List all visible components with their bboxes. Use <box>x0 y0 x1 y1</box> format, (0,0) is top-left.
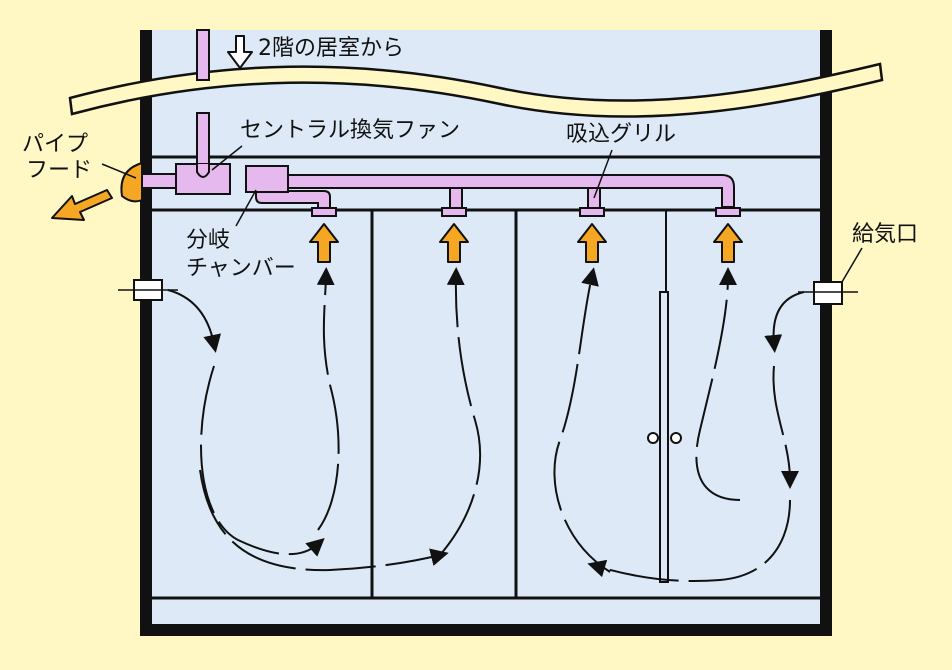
exhaust-arrow <box>51 189 113 221</box>
airflow-right-big <box>587 499 791 583</box>
supply-port-right <box>813 281 843 305</box>
airflow-room4-up <box>695 267 741 501</box>
label-branch-chamber-2: チャンバー <box>186 256 296 281</box>
door <box>659 291 669 583</box>
label-pipe-hood-2: フード <box>26 158 93 183</box>
label-supply-port: 給気口 <box>852 222 919 247</box>
right-wall <box>820 30 832 634</box>
intake-grille-3 <box>579 207 605 217</box>
branch-chamber-box <box>245 165 289 193</box>
airflow-right-down <box>772 365 799 489</box>
airflow-room2-up <box>439 267 482 556</box>
cut-band <box>68 62 884 118</box>
up-arrow-2 <box>439 223 469 263</box>
up-arrow-4 <box>713 223 743 263</box>
up-arrow-1 <box>309 223 339 263</box>
airflow-right-in <box>764 291 805 353</box>
label-from-upstairs: 2階の居室から <box>258 36 404 61</box>
house-interior <box>146 30 826 630</box>
airflow-room1-up <box>316 267 340 531</box>
intake-grille-2 <box>441 207 467 217</box>
duct-system <box>139 29 735 210</box>
airflow-paths <box>167 267 805 583</box>
label-intake-grille: 吸込グリル <box>566 122 677 147</box>
intake-grille-4 <box>715 207 741 217</box>
intake-up-arrows <box>309 223 743 263</box>
intake-grilles <box>311 207 741 217</box>
airflow-room3-up <box>553 267 611 573</box>
label-branch-chamber-1: 分岐 <box>186 228 231 253</box>
door-knob-left <box>647 432 659 444</box>
left-wall <box>140 30 152 634</box>
from-upstairs-arrow-icon <box>227 35 253 69</box>
door-knob-right <box>670 432 682 444</box>
central-fan-duct-bend <box>196 164 210 178</box>
airflow-left-in <box>167 289 222 353</box>
label-central-fan: セントラル換気ファン <box>240 118 461 143</box>
pipe-hood <box>120 161 143 203</box>
airflow-left-loop <box>200 365 325 557</box>
airflow-left-big <box>199 469 449 572</box>
leader-lines <box>101 145 863 283</box>
intake-grille-1 <box>311 207 337 217</box>
label-pipe-hood-1: パイプ <box>22 132 89 157</box>
up-arrow-3 <box>577 223 607 263</box>
floor-wall <box>140 624 832 636</box>
